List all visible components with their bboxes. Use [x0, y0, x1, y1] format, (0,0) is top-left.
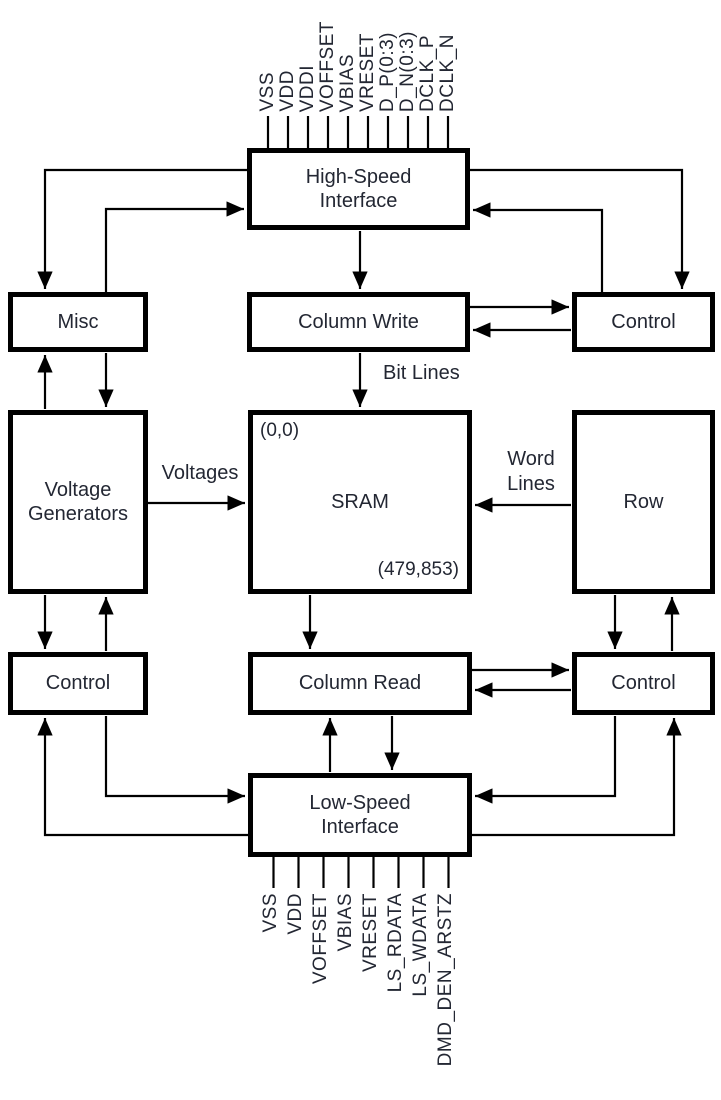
block-column-read: Column Read	[248, 652, 472, 715]
top-pin-stubs	[266, 116, 450, 150]
edge-label-word-lines: Word Lines	[507, 448, 555, 495]
block-label: Low-Speed Interface	[309, 791, 411, 838]
pin-label: VBIAS	[337, 53, 358, 112]
block-control-bottom-right: Control	[572, 652, 715, 715]
pin-label: LS_WDATA	[410, 893, 431, 997]
pin-label: D_N(0:3)	[397, 30, 418, 112]
pin-label: VDDI	[297, 64, 318, 112]
block-label: Control	[611, 310, 676, 333]
pin-label: DMD_DEN_ARSTZ	[435, 893, 456, 1067]
pin-label: VOFFSET	[310, 893, 331, 985]
pin-label: VDD	[285, 893, 306, 935]
block-low-speed-interface: Low-Speed Interface	[248, 773, 472, 857]
block-label: High-Speed Interface	[305, 165, 412, 212]
pin-label: DCLK_N	[437, 34, 458, 112]
block-label: Column Read	[298, 672, 422, 695]
block-voltage-generators: Voltage Generators	[8, 410, 148, 594]
block-control-top-right: Control	[572, 292, 715, 352]
arrow-control-bl-to-lsi	[104, 716, 245, 804]
block-misc: Misc	[8, 292, 148, 352]
arrow-misc-to-hsi	[104, 201, 244, 293]
pin-label: VSS	[260, 893, 281, 933]
block-row: Row	[572, 410, 715, 594]
block-sram: (0,0) SRAM (479,853)	[248, 410, 472, 594]
block-label: Voltage Generators	[27, 478, 129, 525]
pin-label: VDD	[277, 70, 298, 112]
arrow-hsi-to-control-tr	[470, 168, 690, 289]
block-label: SRAM	[331, 490, 389, 513]
block-column-write: Column Write	[247, 292, 470, 352]
pin-label: VSS	[257, 72, 278, 112]
arrow-hsi-to-misc	[37, 168, 247, 289]
block-label: Control	[45, 672, 111, 695]
arrow-lsi-to-control-bl	[37, 718, 248, 837]
block-high-speed-interface: High-Speed Interface	[247, 148, 470, 230]
arrow-control-br-to-lsi	[475, 716, 617, 804]
block-control-bottom-left: Control	[8, 652, 148, 715]
pin-label: D_P(0:3)	[377, 31, 398, 112]
pin-label: DCLK_P	[417, 35, 438, 112]
pin-label: VBIAS	[335, 893, 356, 952]
sram-origin-coordinate: (0,0)	[260, 420, 300, 441]
sram-far-coordinate: (479,853)	[377, 559, 459, 580]
pin-label: LS_RDATA	[385, 893, 406, 993]
arrow-lsi-to-control-br	[472, 718, 682, 837]
edge-label-bit-lines: Bit Lines	[383, 362, 460, 384]
pin-label: VRESET	[360, 893, 381, 973]
pin-label: VRESET	[357, 32, 378, 112]
arrow-control-tr-to-hsi	[473, 202, 604, 293]
block-label: Column Write	[298, 310, 419, 333]
block-label: Control	[611, 672, 676, 695]
bottom-pin-stubs	[272, 855, 450, 888]
block-label: Row	[623, 490, 664, 513]
pin-label: VOFFSET	[317, 20, 338, 112]
edge-label-voltages: Voltages	[161, 462, 239, 484]
block-label: Misc	[57, 310, 99, 333]
